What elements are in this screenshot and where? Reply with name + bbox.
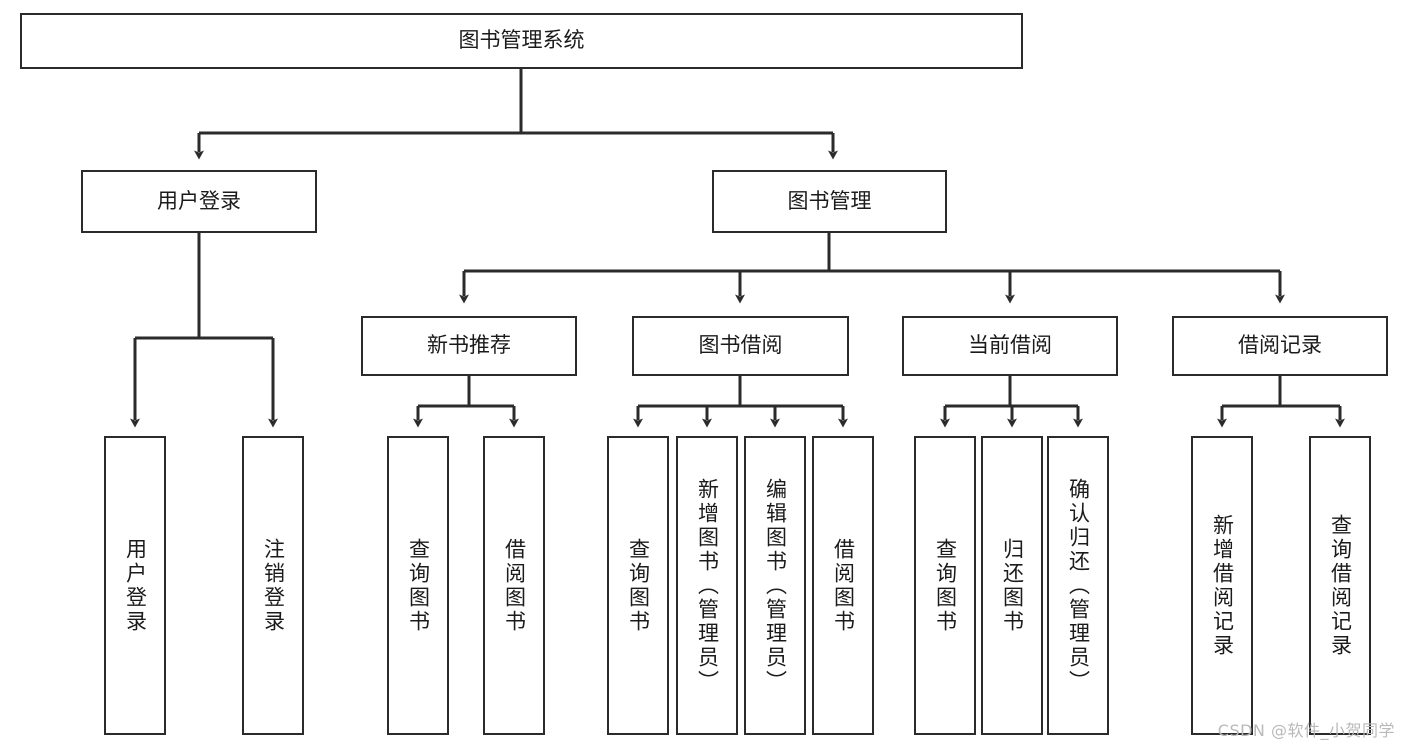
leaf-query-book-2-label: 查询图书 (626, 537, 651, 634)
node-book-borrow-label: 图书借阅 (698, 333, 783, 358)
node-book-management[interactable]: 图书管理 (712, 170, 947, 233)
leaf-borrow-book-2-label: 借阅图书 (831, 537, 856, 634)
leaf-user-login-label: 用户登录 (123, 537, 148, 634)
node-book-management-label: 图书管理 (787, 188, 872, 213)
node-current-borrow[interactable]: 当前借阅 (902, 316, 1118, 376)
node-user-login-label: 用户登录 (157, 188, 241, 213)
leaf-return-book-label: 归还图书 (1000, 537, 1025, 634)
node-borrow-record-label: 借阅记录 (1238, 333, 1322, 358)
leaf-confirm-return-admin-label: 确认归还（管理员） (1066, 477, 1091, 694)
leaf-add-book-admin[interactable]: 新增图书（管理员） (676, 436, 738, 735)
node-current-borrow-label: 当前借阅 (968, 333, 1052, 358)
leaf-edit-book-admin-label: 编辑图书（管理员） (763, 477, 788, 694)
node-new-book-recommend[interactable]: 新书推荐 (361, 316, 577, 376)
csdn-watermark: CSDN @软件_小贺同学 (1217, 721, 1395, 740)
leaf-query-borrow-record-label: 查询借阅记录 (1328, 513, 1353, 658)
leaf-borrow-book-1-label: 借阅图书 (502, 537, 527, 634)
leaf-logout-login-label: 注销登录 (261, 537, 286, 634)
node-borrow-record[interactable]: 借阅记录 (1172, 316, 1388, 376)
leaf-add-borrow-record[interactable]: 新增借阅记录 (1191, 436, 1253, 735)
leaf-confirm-return-admin[interactable]: 确认归还（管理员） (1047, 436, 1109, 735)
leaf-query-book-1[interactable]: 查询图书 (387, 436, 449, 735)
leaf-borrow-book-1[interactable]: 借阅图书 (483, 436, 545, 735)
node-root[interactable]: 图书管理系统 (20, 13, 1023, 69)
leaf-query-book-2[interactable]: 查询图书 (607, 436, 669, 735)
leaf-logout-login[interactable]: 注销登录 (242, 436, 304, 735)
node-new-book-recommend-label: 新书推荐 (427, 333, 511, 358)
leaf-query-book-3-label: 查询图书 (933, 537, 958, 634)
leaf-query-borrow-record[interactable]: 查询借阅记录 (1309, 436, 1371, 735)
node-root-label: 图书管理系统 (458, 28, 585, 53)
leaf-add-borrow-record-label: 新增借阅记录 (1210, 513, 1235, 658)
leaf-query-book-3[interactable]: 查询图书 (914, 436, 976, 735)
leaf-query-book-1-label: 查询图书 (406, 537, 431, 634)
node-book-borrow[interactable]: 图书借阅 (632, 316, 849, 376)
leaf-borrow-book-2[interactable]: 借阅图书 (812, 436, 874, 735)
leaf-return-book[interactable]: 归还图书 (981, 436, 1043, 735)
leaf-user-login[interactable]: 用户登录 (104, 436, 166, 735)
leaf-add-book-admin-label: 新增图书（管理员） (695, 477, 720, 694)
node-user-login[interactable]: 用户登录 (81, 170, 317, 233)
leaf-edit-book-admin[interactable]: 编辑图书（管理员） (744, 436, 806, 735)
